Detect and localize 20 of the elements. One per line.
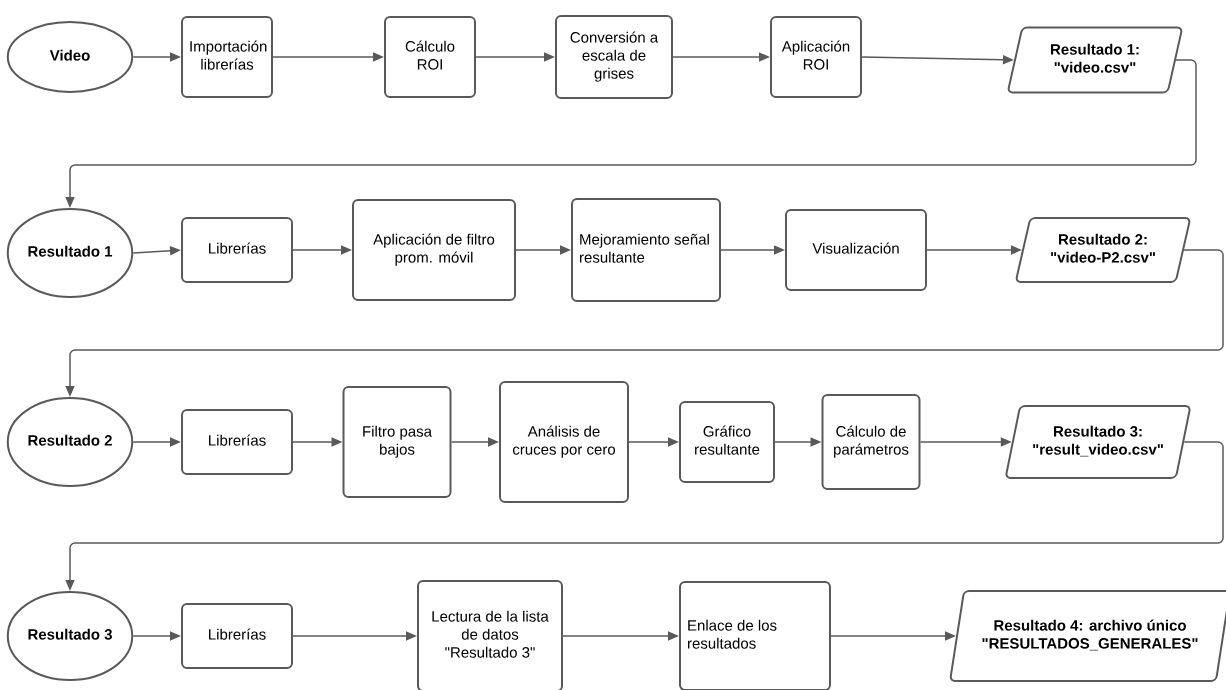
process-box: Conversión a escala de grises bbox=[555, 15, 673, 99]
process-box: Lectura de la lista de datos "Resultado 3" bbox=[417, 580, 563, 690]
process-box: Librerías bbox=[181, 603, 293, 669]
data-parallelogram: Resultado 1: "video.csv" bbox=[1007, 26, 1183, 94]
process-box: Cálculo ROI bbox=[384, 16, 476, 98]
process-box: Librerías bbox=[181, 409, 293, 475]
process-box: Mejoramiento señal resultante bbox=[571, 198, 721, 302]
process-box: Gráfico resultante bbox=[679, 401, 775, 483]
process-box: Enlace de los resultados bbox=[679, 581, 831, 690]
process-box: Filtro pasa bajos bbox=[342, 386, 452, 498]
data-parallelogram: Resultado 4: archivo único "RESULTADOS_GENERALES" bbox=[949, 590, 1226, 682]
process-box: Aplicación de filtro prom. móvil bbox=[352, 199, 516, 301]
process-box: Aplicación ROI bbox=[770, 16, 862, 98]
process-box: Análisis de cruces por cero bbox=[499, 381, 629, 503]
process-box: Importación librerías bbox=[181, 16, 273, 98]
data-parallelogram: Resultado 2: "video-P2.csv" bbox=[1015, 217, 1191, 283]
process-box: Visualización bbox=[785, 209, 927, 291]
process-box: Librerías bbox=[181, 217, 293, 283]
data-parallelogram: Resultado 3: "result_video.csv" bbox=[1005, 405, 1191, 479]
process-box: Cálculo de parámetros bbox=[821, 394, 921, 490]
